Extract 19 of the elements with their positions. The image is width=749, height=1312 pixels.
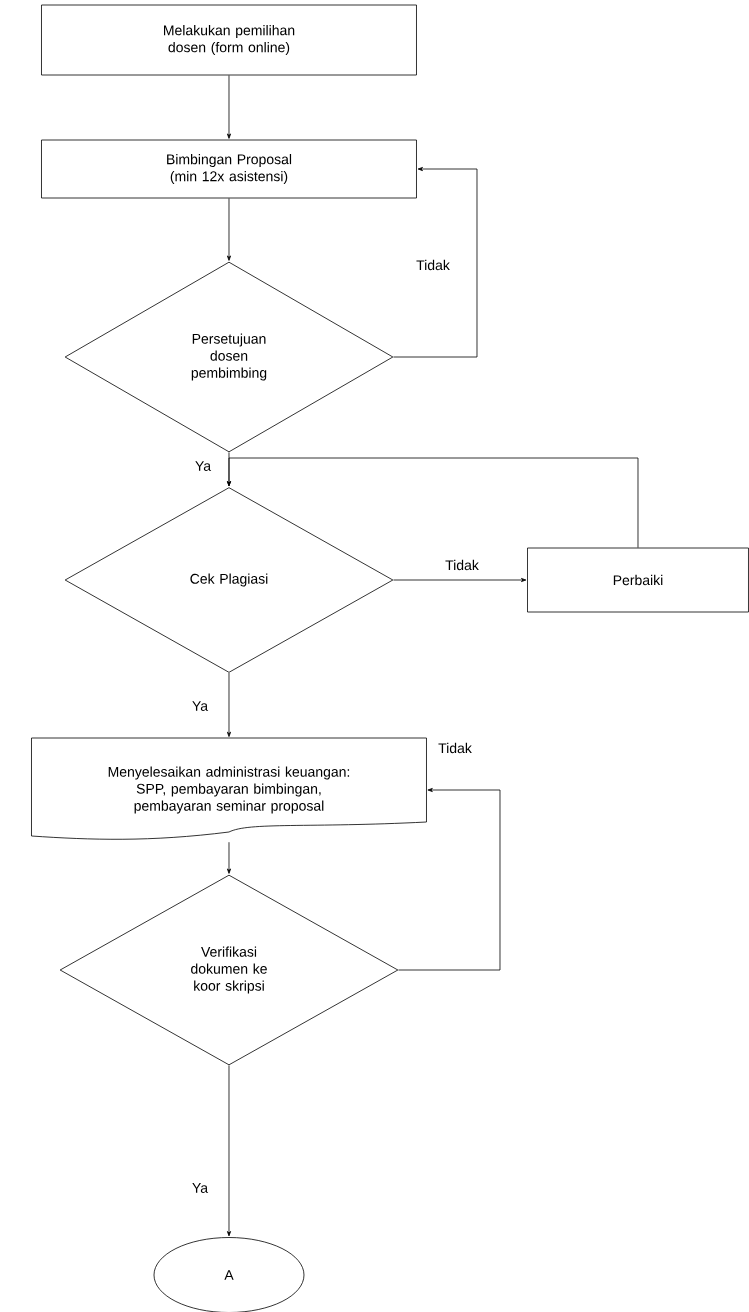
edge-label: Ya [190, 1182, 210, 1194]
process-box: Melakukan pemilihan dosen (form online) [41, 4, 417, 76]
edge-label: Ya [190, 700, 210, 712]
arrow [227, 1065, 231, 1237]
document-shape: Menyelesaikan administrasi keuangan: SPP, pembayaran bimbingan, pembayaran seminar proposal [31, 737, 427, 840]
arrow [227, 672, 231, 737]
arrow [393, 167, 478, 358]
arrow [393, 578, 527, 582]
edge-label: Tidak [415, 258, 451, 272]
process-box: Perbaiki [527, 547, 749, 613]
arrow [227, 457, 639, 548]
arrow [227, 198, 231, 261]
edge-label: Tidak [437, 741, 473, 755]
arrow [227, 841, 231, 874]
arrow [227, 75, 231, 139]
edge-label: Tidak [444, 558, 480, 572]
arrow [398, 788, 501, 971]
process-box: Bimbingan Proposal (min 12x asistensi) [41, 139, 417, 199]
edge-label: Ya [193, 460, 213, 472]
